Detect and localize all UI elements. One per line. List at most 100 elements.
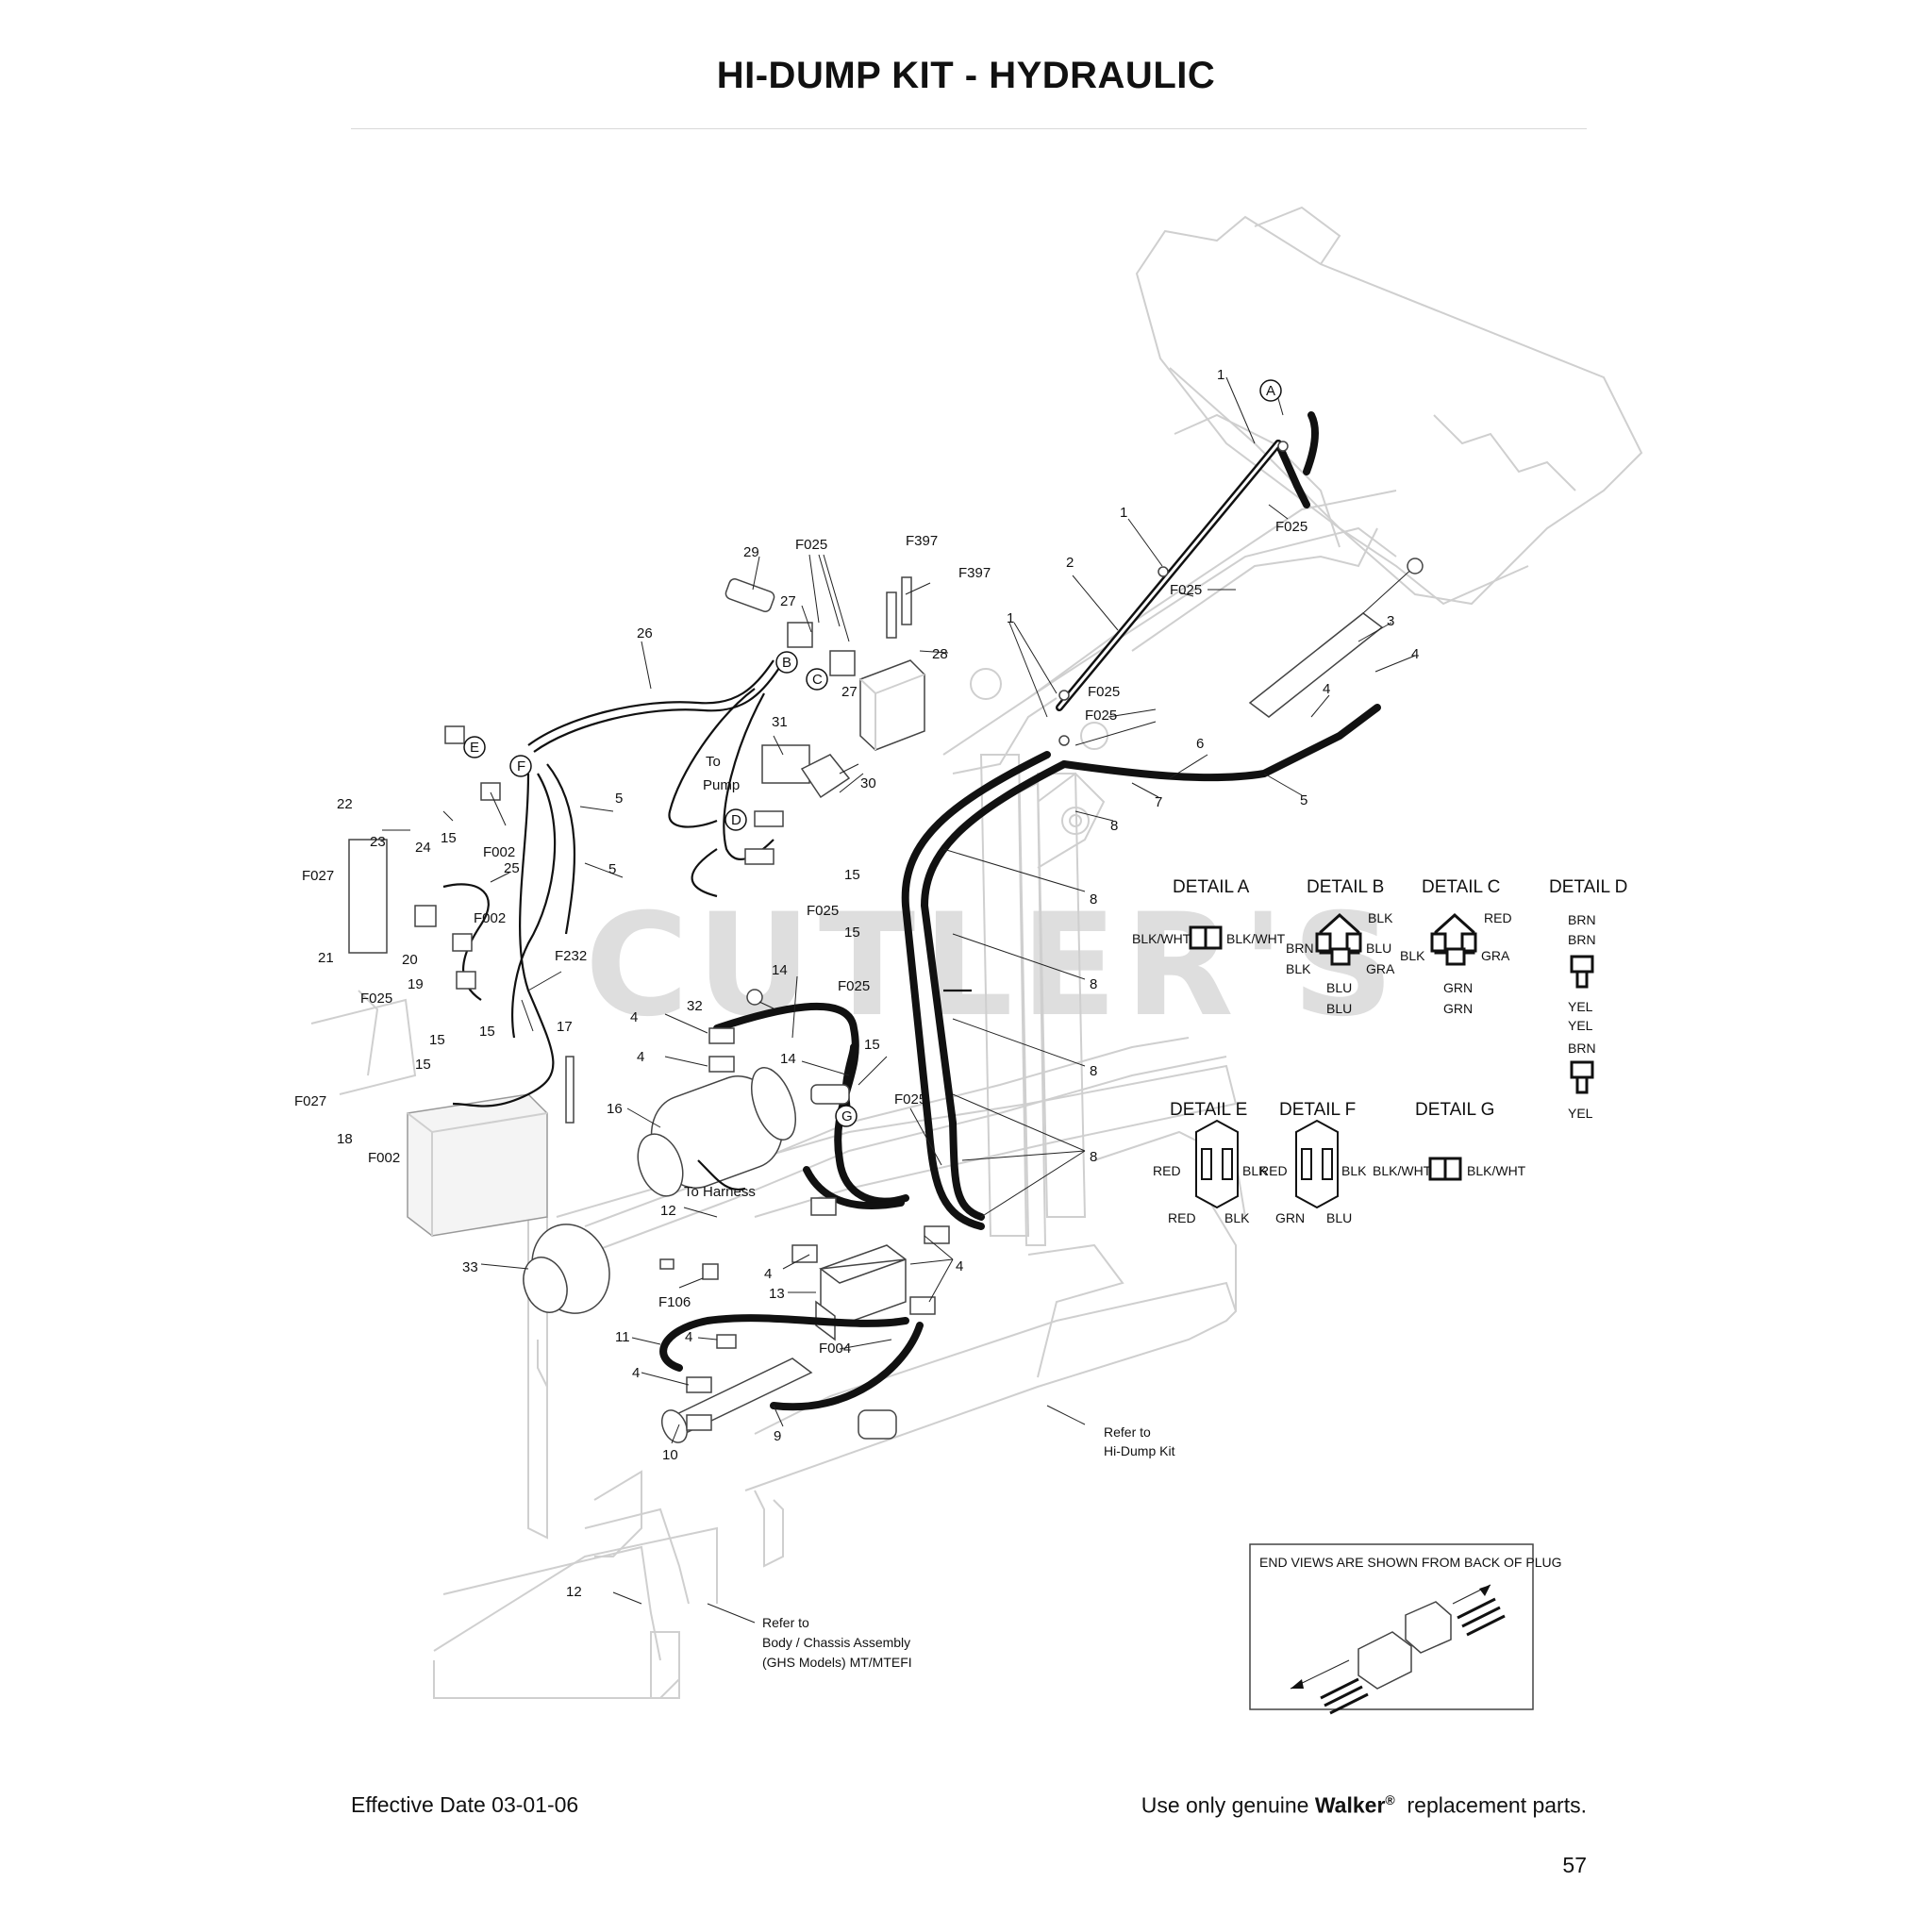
callout-to-pump: To — [706, 754, 721, 770]
title-divider — [351, 128, 1587, 129]
callout-3: 3 — [1387, 613, 1394, 629]
detail-c-bottom: GRN — [1443, 980, 1473, 995]
valve-block — [815, 1244, 907, 1341]
detail-b-left: BRN — [1286, 941, 1314, 956]
detail-b-bottom: BLU — [1326, 980, 1352, 995]
detail-e-title: DETAIL E — [1170, 1100, 1247, 1120]
callout-23: 23 — [370, 834, 386, 850]
detail-b-title: DETAIL B — [1307, 877, 1384, 897]
detail-f-right: BLK — [1341, 1163, 1367, 1178]
detail-b-right: BLU — [1366, 941, 1391, 956]
callout-4: 4 — [637, 1049, 644, 1065]
detail-f-title: DETAIL F — [1279, 1100, 1356, 1120]
callout-G: G — [841, 1108, 853, 1124]
callout-7: 7 — [1155, 794, 1162, 810]
callout-29: 29 — [743, 544, 759, 560]
callout-F025: F025 — [1170, 582, 1202, 598]
callout-13: 13 — [769, 1286, 785, 1302]
callout-10: 10 — [662, 1447, 678, 1463]
detail-d-label: BRN — [1568, 1041, 1596, 1056]
detail-g-left: BLK/WHT — [1373, 1163, 1432, 1178]
callout-32: 32 — [687, 998, 703, 1014]
callout-14: 14 — [772, 962, 788, 978]
detail-e-plug — [1195, 1119, 1239, 1209]
pump-motor — [637, 1067, 796, 1197]
callout-21: 21 — [318, 950, 334, 966]
detail-d: DETAIL D BRN BRN YEL YEL BRN YEL — [1549, 877, 1627, 1121]
detail-d-plug-2 — [1570, 1060, 1594, 1079]
callout-F: F — [517, 758, 525, 774]
callout-19: 19 — [408, 976, 424, 992]
detail-c-title: DETAIL C — [1422, 877, 1500, 897]
detail-b: DETAIL B BLK BRN BLK BLU GRA BLU BLU — [1286, 877, 1395, 1016]
callout-to-pump: Pump — [703, 777, 740, 793]
detail-a-title: DETAIL A — [1173, 877, 1250, 897]
callout-22: 22 — [337, 796, 353, 812]
callout-15: 15 — [864, 1037, 880, 1053]
page-title: HI-DUMP KIT - HYDRAULIC — [716, 55, 1216, 96]
callout-4: 4 — [1411, 646, 1419, 662]
detail-d-label: YEL — [1568, 1018, 1593, 1033]
end-view-plug-icon — [1290, 1584, 1506, 1715]
callout-30: 30 — [860, 775, 876, 791]
solenoid-block — [859, 659, 925, 751]
callout-refer-hi-dump: Hi-Dump Kit — [1104, 1443, 1175, 1458]
callout-C: C — [812, 672, 823, 688]
callout-2: 2 — [1066, 555, 1074, 571]
brand-name: Walker — [1314, 1792, 1386, 1818]
watermark: CUTLER'S — [585, 884, 1402, 1048]
callout-F027: F027 — [302, 868, 334, 884]
effective-date: Effective Date 03-01-06 — [351, 1792, 579, 1817]
dump-cylinder — [1248, 558, 1424, 718]
callout-refer-body-chassis: Refer to — [762, 1615, 809, 1630]
detail-d-title: DETAIL D — [1549, 877, 1627, 897]
callout-5: 5 — [615, 791, 623, 807]
detail-c-right: GRA — [1481, 948, 1510, 963]
detail-b-top: BLK — [1368, 910, 1393, 925]
detail-c: DETAIL C RED BLK GRA GRN GRN — [1400, 877, 1512, 1016]
callout-15: 15 — [415, 1057, 431, 1073]
callout-A: A — [1266, 383, 1275, 399]
detail-a: DETAIL A BLK/WHT BLK/WHT — [1132, 877, 1286, 946]
detail-b-bottom: BLU — [1326, 1001, 1352, 1016]
registered-mark: ® — [1385, 1792, 1395, 1807]
callout-24: 24 — [415, 840, 431, 856]
detail-f-bottom-right: BLU — [1326, 1210, 1352, 1225]
detail-d-label: BRN — [1568, 912, 1596, 927]
callout-F397: F397 — [906, 533, 938, 549]
callout-8: 8 — [1090, 891, 1097, 908]
end-view-caption: END VIEWS ARE SHOWN FROM BACK OF PLUG — [1259, 1555, 1561, 1570]
callout-F002: F002 — [368, 1150, 400, 1166]
callout-15: 15 — [441, 830, 457, 846]
callout-20: 20 — [402, 952, 418, 968]
callout-15: 15 — [479, 1024, 495, 1040]
filter-canister — [523, 1224, 610, 1314]
detail-b-left: BLK — [1286, 961, 1311, 976]
callout-F025: F025 — [894, 1091, 926, 1108]
callout-F002: F002 — [474, 910, 506, 926]
callout-8: 8 — [1090, 1149, 1097, 1165]
callout-4: 4 — [630, 1009, 638, 1025]
callout-4: 4 — [764, 1266, 772, 1282]
callout-17: 17 — [557, 1019, 573, 1035]
callout-F002: F002 — [483, 844, 515, 860]
detail-e-right: BLK — [1242, 1163, 1268, 1178]
callout-25: 25 — [504, 860, 520, 876]
callout-9: 9 — [774, 1428, 781, 1444]
callout-12: 12 — [660, 1203, 676, 1219]
detail-c-bottom: GRN — [1443, 1001, 1473, 1016]
callout-4: 4 — [1323, 681, 1330, 697]
callout-12: 12 — [566, 1584, 582, 1600]
battery — [407, 1093, 548, 1237]
callout-refer-hi-dump: Refer to — [1104, 1424, 1151, 1440]
detail-e-bottom-left: RED — [1168, 1210, 1196, 1225]
circle-callouts — [463, 379, 1282, 1127]
callout-8: 8 — [1090, 976, 1097, 992]
callout-F025: F025 — [1085, 708, 1117, 724]
callout-5: 5 — [608, 861, 616, 877]
detail-c-left: BLK — [1400, 948, 1425, 963]
detail-f-left: RED — [1259, 1163, 1288, 1178]
callout-1: 1 — [1217, 367, 1224, 383]
callout-8: 8 — [1090, 1063, 1097, 1079]
callout-26: 26 — [637, 625, 653, 641]
